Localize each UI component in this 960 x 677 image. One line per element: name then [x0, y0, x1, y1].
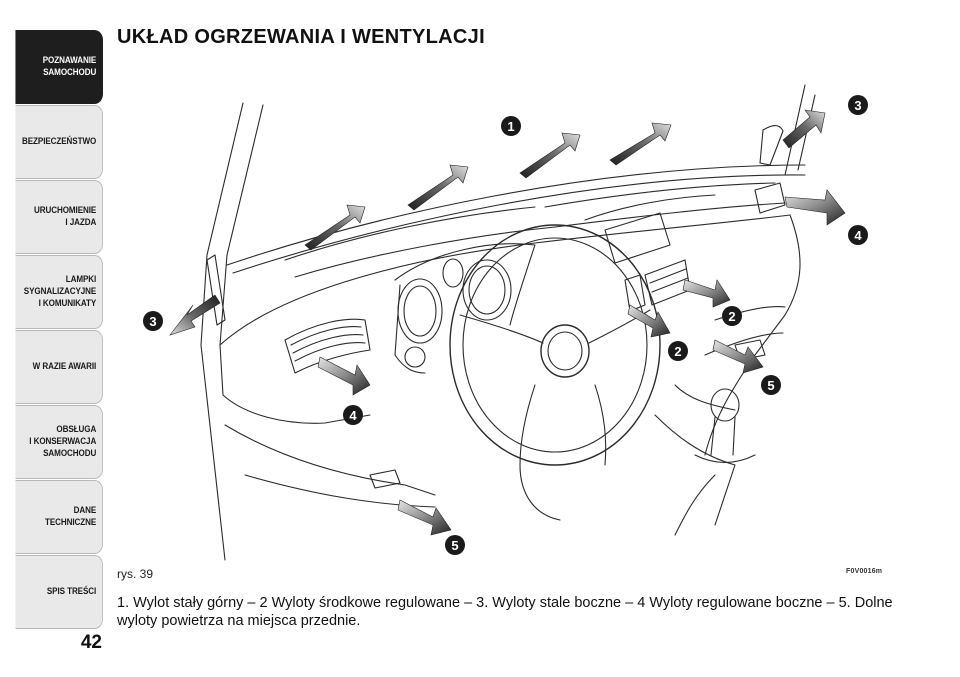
- figure-caption: 1. Wylot stały górny – 2 Wyloty środkowe…: [117, 595, 893, 629]
- svg-text:5: 5: [451, 538, 458, 553]
- callout-badge: 5: [761, 375, 781, 395]
- svg-text:4: 4: [349, 408, 357, 423]
- callout-badge: 1: [501, 116, 521, 136]
- dashboard-illustration: 1 2 2 3 3 4 4: [115, 55, 925, 567]
- svg-text:2: 2: [728, 309, 735, 324]
- tab-obsluga-i-konserwacja[interactable]: OBSŁUGA I KONSERWACJA SAMOCHODU: [15, 405, 103, 479]
- svg-text:4: 4: [854, 228, 862, 243]
- airflow-arrows: [169, 109, 846, 536]
- callout-badge: 4: [343, 405, 363, 425]
- tab-uruchomienie-i-jazda[interactable]: URUCHOMIENIE I JAZDA: [15, 180, 103, 254]
- page-number: 42: [80, 632, 102, 653]
- figure-code: F0V0016m: [846, 568, 883, 575]
- svg-text:5: 5: [767, 378, 774, 393]
- svg-text:1: 1: [507, 119, 514, 134]
- figure-label: rys. 39: [117, 567, 154, 581]
- callout-badge: 3: [143, 311, 163, 331]
- callout-badge: 4: [848, 225, 868, 245]
- tab-spis-tresci[interactable]: SPIS TREŚCI: [15, 555, 103, 629]
- dashboard-drawing: 1 2 2 3 3 4 4: [143, 84, 868, 561]
- tab-bezpieczenstwo[interactable]: BEZPIECZEŃSTWO: [15, 105, 103, 179]
- tab-poznawanie-samochodu[interactable]: POZNAWANIE SAMOCHODU: [15, 30, 103, 104]
- page-title: UKŁAD OGRZEWANIA I WENTYLACJI: [117, 26, 485, 48]
- svg-text:3: 3: [149, 314, 156, 329]
- callout-badges: 1 2 2 3 3 4 4: [143, 95, 868, 555]
- tab-lampki-sygnalizacyjne[interactable]: LAMPKI SYGNALIZACYJNE I KOMUNIKATY: [15, 255, 103, 329]
- tab-dane-techniczne[interactable]: DANE TECHNICZNE: [15, 480, 103, 554]
- svg-text:2: 2: [674, 344, 681, 359]
- tab-w-razie-awarii[interactable]: W RAZIE AWARII: [15, 330, 103, 404]
- callout-badge: 2: [722, 306, 742, 326]
- callout-badge: 2: [668, 341, 688, 361]
- callout-badge: 3: [848, 95, 868, 115]
- callout-badge: 5: [445, 535, 465, 555]
- svg-text:3: 3: [854, 98, 861, 113]
